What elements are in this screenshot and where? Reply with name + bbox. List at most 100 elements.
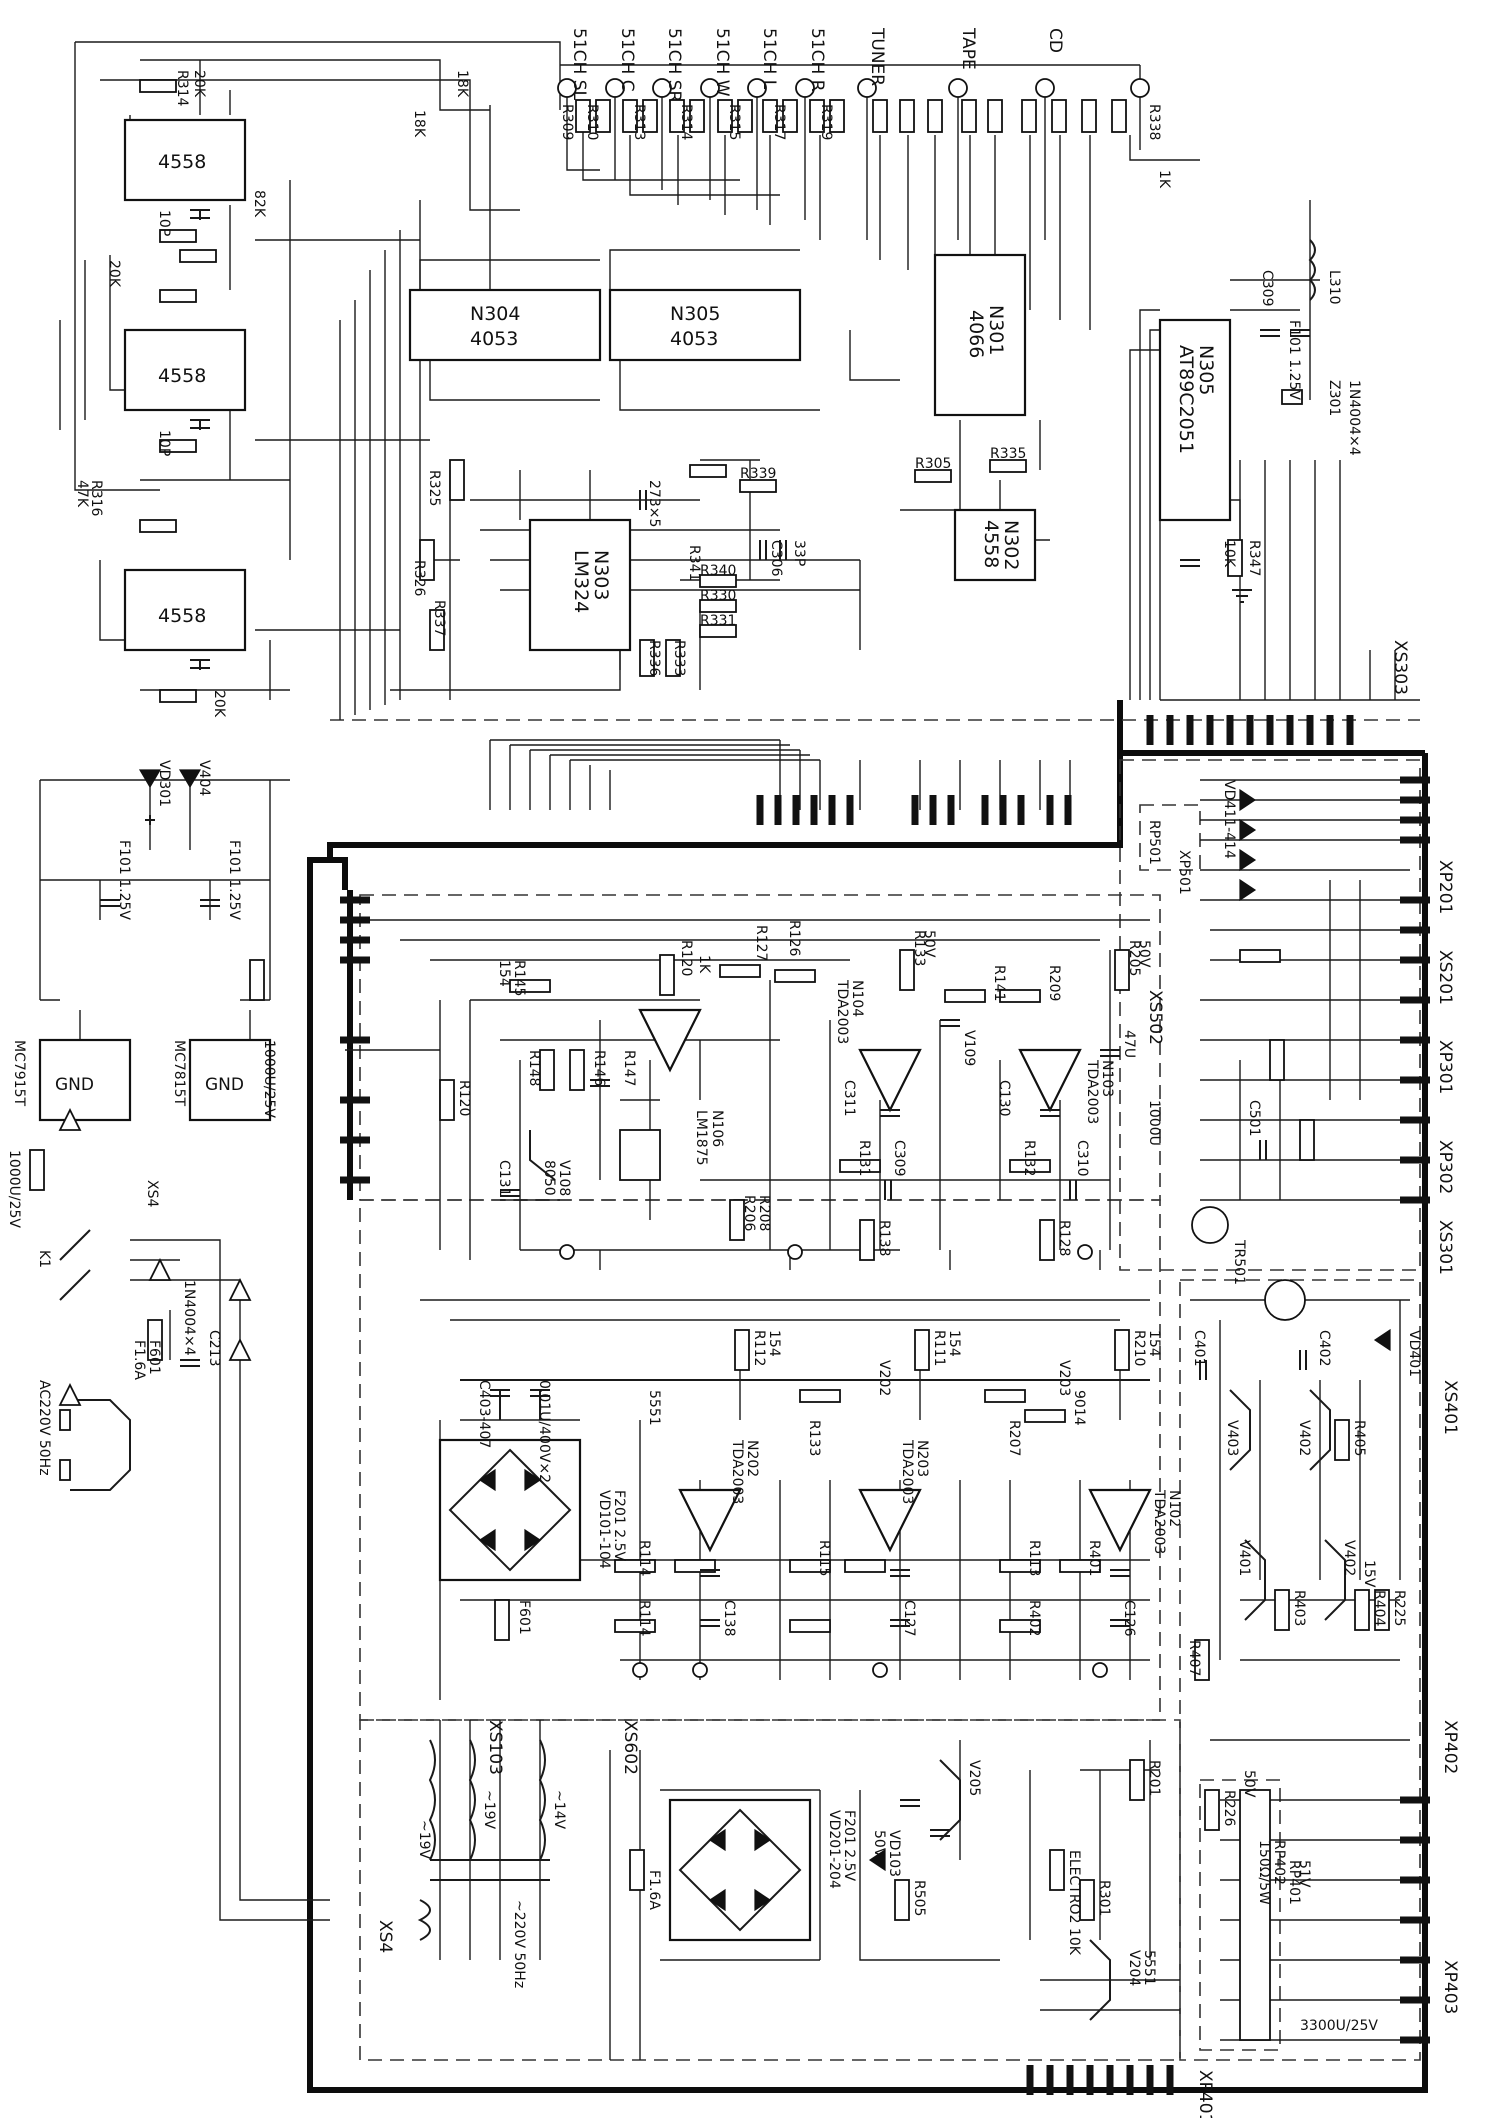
jack-tape <box>948 78 968 98</box>
svg-text:R301: R301 <box>1096 1880 1112 1916</box>
right-board-labels: VD401 V403 V402 V401 V402 R405 R403 R404… <box>1186 1330 1422 2034</box>
svg-text:XP402: XP402 <box>1440 1720 1460 1774</box>
svg-text:R210: R210 <box>1131 1330 1147 1366</box>
svg-text:XS4: XS4 <box>144 1180 160 1207</box>
svg-text:XS301: XS301 <box>1435 1220 1455 1275</box>
connector-pins <box>340 715 1430 2095</box>
input-jacks <box>557 78 1150 98</box>
label-51ch-c: 51CH C <box>617 28 637 92</box>
svg-text:R114: R114 <box>636 1600 652 1637</box>
svg-text:50V: 50V <box>871 1830 887 1858</box>
svg-text:0.01U/400V×2: 0.01U/400V×2 <box>536 1380 552 1483</box>
jack-tuner <box>857 78 877 98</box>
left-opamp-labels: 4558 4558 4558 GND GND MC7915T MC7815T <box>11 151 244 1106</box>
svg-text:R146: R146 <box>591 1050 607 1087</box>
svg-text:R340: R340 <box>700 563 736 579</box>
svg-text:F1.6A: F1.6A <box>131 1340 147 1380</box>
svg-text:V203: V203 <box>1056 1360 1072 1396</box>
svg-text:8050: 8050 <box>541 1160 557 1196</box>
svg-text:R326: R326 <box>411 560 427 597</box>
mains-input <box>58 1107 252 1491</box>
svg-text:51V: 51V <box>1296 1860 1312 1888</box>
svg-text:R338: R338 <box>1146 104 1162 140</box>
top-section-wiring <box>59 41 1420 810</box>
svg-text:R347: R347 <box>1246 540 1262 576</box>
svg-text:4558: 4558 <box>980 520 1002 568</box>
ic-4558-3 <box>123 568 247 652</box>
svg-text:XP403: XP403 <box>1440 1960 1460 2014</box>
svg-text:R325: R325 <box>426 470 442 506</box>
svg-text:R120: R120 <box>678 940 694 976</box>
svg-text:XP302: XP302 <box>1435 1140 1455 1194</box>
svg-text:VD201-204: VD201-204 <box>826 1810 842 1889</box>
svg-text:R126: R126 <box>786 920 802 957</box>
ic-n104-tda2003 <box>858 1048 922 1113</box>
svg-text:R120: R120 <box>456 1080 472 1116</box>
led-labels: VD411-414 RP501 XP501 TR501 C501 <box>1146 780 1262 1285</box>
svg-text:XP301: XP301 <box>1435 1040 1455 1094</box>
svg-text:20K: 20K <box>106 260 122 288</box>
svg-text:R127: R127 <box>753 925 769 961</box>
right-board <box>1194 1279 1391 2041</box>
svg-text:R114: R114 <box>636 1540 652 1577</box>
svg-text:R335: R335 <box>990 446 1026 462</box>
svg-text:XS4: XS4 <box>375 1920 395 1953</box>
svg-text:N103: N103 <box>1099 1060 1115 1097</box>
svg-text:R145: R145 <box>511 960 527 996</box>
svg-text:XS103: XS103 <box>485 1720 505 1775</box>
svg-text:R314: R314 <box>174 70 190 107</box>
left-passives <box>29 79 265 1191</box>
mux-chips <box>408 253 1232 652</box>
svg-text:150Ω/5W: 150Ω/5W <box>1256 1840 1272 1905</box>
svg-text:R131: R131 <box>856 1140 872 1176</box>
svg-text:R141: R141 <box>991 965 1007 1001</box>
svg-text:R309: R309 <box>559 104 575 140</box>
ic-n106-lm1875 <box>638 1008 702 1073</box>
lower-supply <box>417 1438 1145 2021</box>
mux-labels: N304 4053 N305 4053 N301 4066 N305 AT89C… <box>470 303 1217 613</box>
label-tuner: TUNER <box>867 27 887 86</box>
svg-text:N305: N305 <box>670 303 720 325</box>
svg-text:XS602: XS602 <box>620 1720 640 1775</box>
svg-text:TDA2003: TDA2003 <box>729 1439 745 1504</box>
svg-text:1K: 1K <box>1156 170 1172 189</box>
tr501-icon <box>1191 1206 1229 1244</box>
svg-text:C309: C309 <box>891 1140 907 1177</box>
ic-n103-tda2003 <box>1018 1048 1082 1113</box>
ic-n305-4053 <box>608 288 802 362</box>
svg-text:18K: 18K <box>454 70 470 98</box>
jack-51ch-sl <box>557 78 577 98</box>
svg-text:C401: C401 <box>1191 1330 1207 1367</box>
svg-text:5551: 5551 <box>1141 1950 1157 1986</box>
mains-labels: AC220V 50Hz K1 XS4 1N4004×4 F601 F1.6A C… <box>36 1180 222 1476</box>
ic-mc7815t <box>188 1038 272 1122</box>
svg-text:R138: R138 <box>876 1220 892 1256</box>
svg-text:10K: 10K <box>1221 540 1237 568</box>
svg-text:N106: N106 <box>709 1110 725 1147</box>
ic-n304-4053 <box>408 288 602 362</box>
svg-text:~19V: ~19V <box>416 1820 432 1860</box>
svg-text:TDA2003: TDA2003 <box>1084 1059 1100 1124</box>
svg-text:VD411-414: VD411-414 <box>1221 780 1237 859</box>
svg-text:C130: C130 <box>996 1080 1012 1117</box>
svg-text:R133: R133 <box>806 1420 822 1456</box>
svg-text:V204: V204 <box>1126 1950 1142 1986</box>
ic-n302-4558 <box>953 508 1037 582</box>
svg-text:50V: 50V <box>921 930 937 958</box>
svg-text:R205: R205 <box>1126 940 1142 976</box>
svg-text:R315: R315 <box>726 104 742 140</box>
svg-text:1N4004×4: 1N4004×4 <box>1346 380 1362 456</box>
svg-text:~220V 50Hz: ~220V 50Hz <box>511 1900 527 1988</box>
svg-text:N202: N202 <box>744 1440 760 1477</box>
label-51ch-l: 51CH L <box>759 28 779 90</box>
mcu-surrounds <box>1180 239 1316 603</box>
svg-text:MC7915T: MC7915T <box>11 1040 27 1106</box>
svg-text:AC220V 50Hz: AC220V 50Hz <box>36 1380 52 1476</box>
svg-text:C138: C138 <box>721 1600 737 1637</box>
svg-text:XP201: XP201 <box>1435 860 1455 914</box>
jack-cd-2 <box>1130 78 1150 98</box>
svg-text:R209: R209 <box>1046 965 1062 1001</box>
jack-51ch-w <box>700 78 720 98</box>
svg-text:C402: C402 <box>1316 1330 1332 1367</box>
